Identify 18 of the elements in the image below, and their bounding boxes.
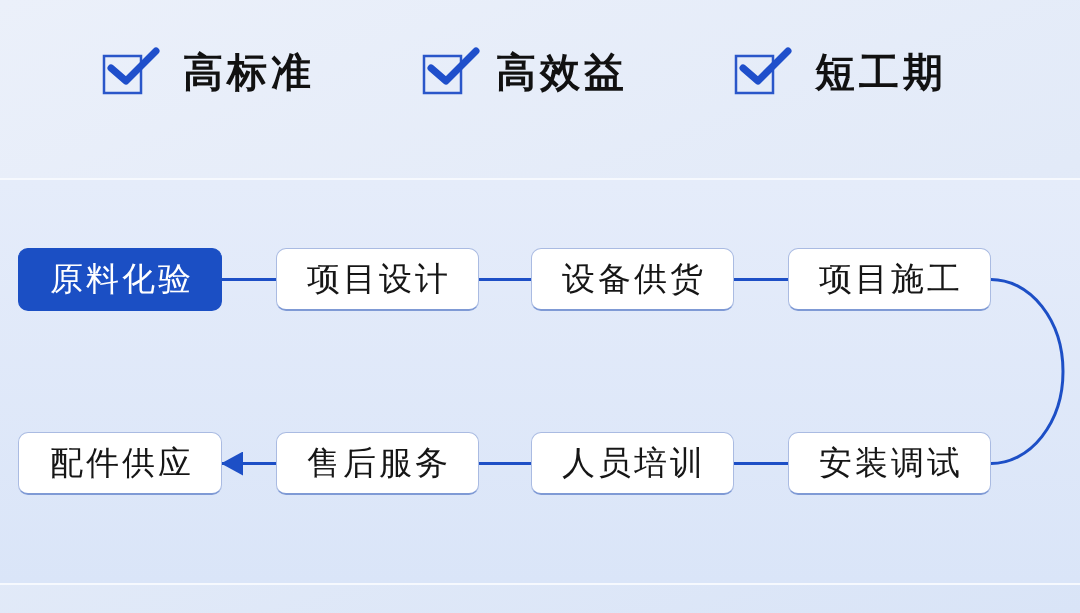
feature-label: 高效益 bbox=[496, 48, 628, 97]
process-box: 项目设计 bbox=[276, 248, 479, 311]
feature-label: 高标准 bbox=[183, 48, 315, 97]
process-box: 人员培训 bbox=[531, 432, 734, 495]
connector-line bbox=[479, 462, 531, 465]
process-box: 安装调试 bbox=[788, 432, 991, 495]
connector-line bbox=[734, 462, 788, 465]
feature-label: 短工期 bbox=[815, 48, 947, 97]
arrow bbox=[221, 451, 276, 476]
process-box: 配件供应 bbox=[18, 432, 222, 495]
connector-line bbox=[734, 278, 788, 281]
process-box: 售后服务 bbox=[276, 432, 479, 495]
process-box: 设备供货 bbox=[531, 248, 734, 311]
connector-line bbox=[222, 278, 276, 281]
process-box: 原料化验 bbox=[18, 248, 222, 311]
process-box: 项目施工 bbox=[788, 248, 991, 311]
connector-line bbox=[479, 278, 531, 281]
connector-line bbox=[990, 278, 1065, 465]
